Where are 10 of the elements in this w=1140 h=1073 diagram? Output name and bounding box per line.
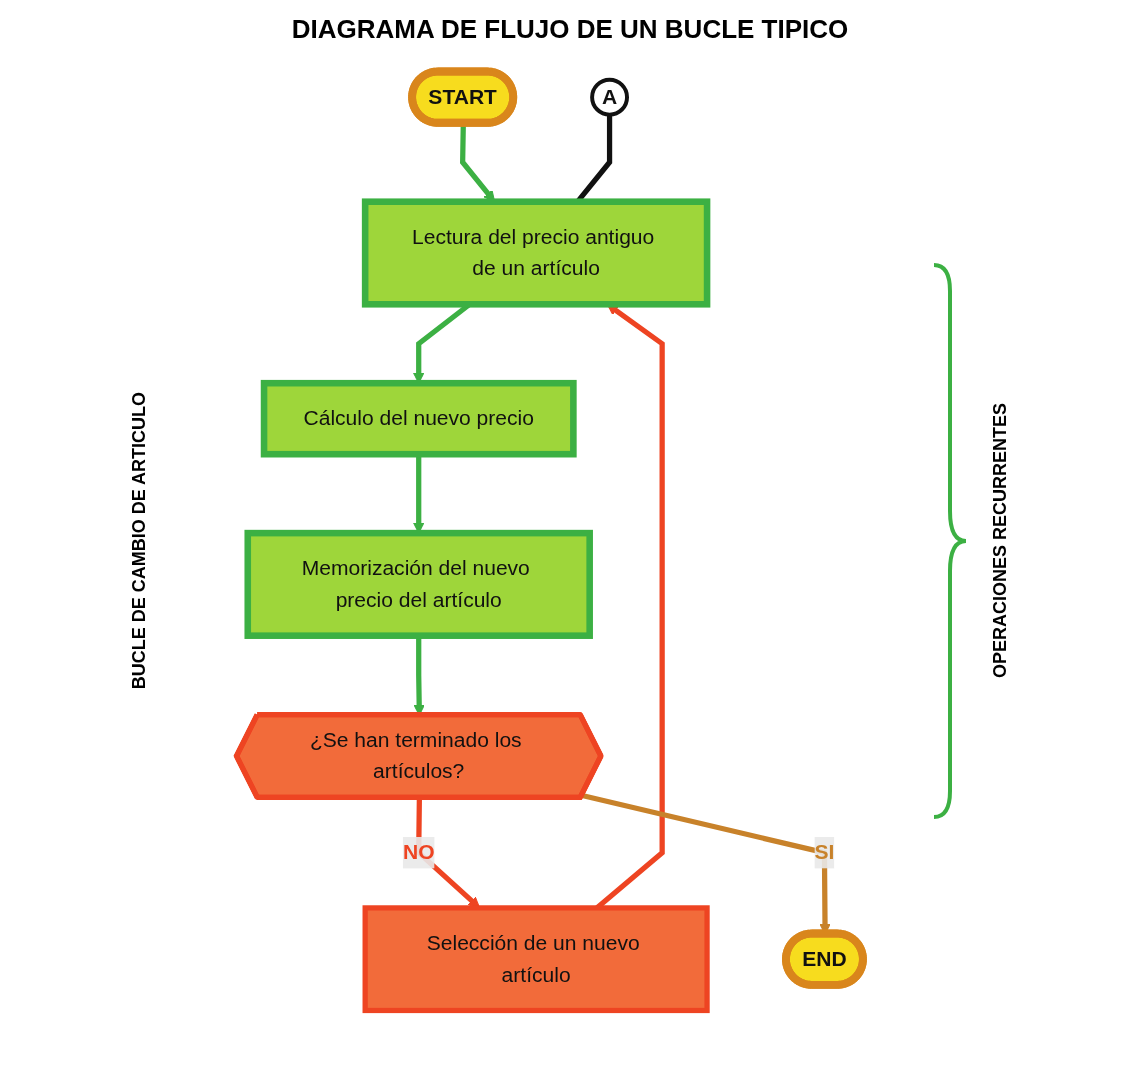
edge-label: NO xyxy=(403,840,435,864)
node-box: Lectura del precio antiguo de un artículo xyxy=(362,198,711,308)
node-circle: A xyxy=(590,77,630,117)
node-box: Memorización del nuevo precio del artículo xyxy=(244,529,594,639)
edge-label: SI xyxy=(814,840,835,864)
node-box: Selección de un nuevo artículo xyxy=(362,905,710,1014)
bracket-label: OPERACIONES RECURRENTES xyxy=(990,403,1011,679)
diagram-title: DIAGRAMA DE FLUJO DE UN BUCLE TIPICO xyxy=(290,14,850,45)
loop-label: BUCLE DE CAMBIO DE ARTICULO xyxy=(129,392,150,690)
node-box: Cálculo del nuevo precio xyxy=(261,379,577,458)
